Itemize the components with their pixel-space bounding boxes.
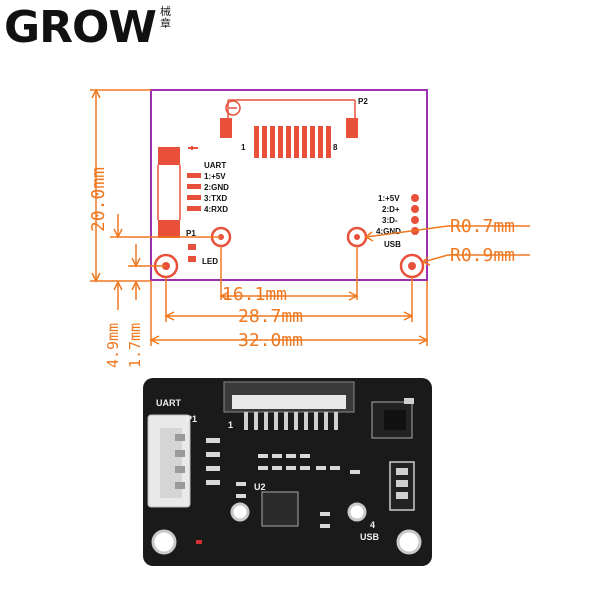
- photo-p1-label: P1: [186, 414, 197, 424]
- connector-p2: P2 1 8: [220, 97, 368, 158]
- photo-usb-label: USB: [360, 532, 380, 542]
- p2-pin-first: 1: [241, 143, 246, 152]
- pin1-marker-icon: [225, 100, 241, 116]
- photo-one-label: 1: [228, 420, 233, 430]
- usb-header: 1:+5V 2:D+ 3:D- 4:GND USB: [376, 194, 419, 249]
- uart-pin-4: 4:RXD: [204, 205, 228, 214]
- led-label: LED: [202, 257, 218, 266]
- board-outline: [150, 89, 428, 281]
- uart-pin-3: 3:TXD: [204, 194, 227, 203]
- uart-pin-1: 1:+5V: [204, 172, 226, 181]
- p2-label: P2: [358, 97, 368, 106]
- brand-logo: GROW 械章: [0, 0, 200, 56]
- radius-small-dimension: R0.7mm: [450, 216, 515, 237]
- height-dimension: 20.0mm: [88, 167, 109, 232]
- total-width-dimension: 32.0mm: [238, 330, 303, 351]
- offset-a-dimension: 4.9mm: [104, 323, 122, 368]
- usb-pin-2: 2:D+: [382, 205, 400, 214]
- ic-chip: [261, 491, 299, 527]
- uart-title: UART: [204, 161, 226, 170]
- uart-pin-2: 2:GND: [204, 183, 229, 192]
- inner-width-dimension: 16.1mm: [222, 284, 287, 305]
- usb-pin-1: 1:+5V: [378, 194, 400, 203]
- connector-p1: UART 1:+5V 2:GND 3:TXD 4:RXD P1 LED: [157, 146, 229, 266]
- dimension-lines: [90, 88, 530, 346]
- p2-pin-last: 8: [333, 143, 338, 152]
- usb-pin-4: 4:GND: [376, 227, 401, 236]
- hole-span-dimension: 28.7mm: [238, 306, 303, 327]
- radius-large-dimension: R0.9mm: [450, 245, 515, 266]
- brand-chinese: 械章: [160, 5, 171, 30]
- photo-four-label: 4: [370, 520, 375, 530]
- usb-title: USB: [384, 240, 401, 249]
- photo-uart-label: UART: [156, 398, 181, 408]
- p1-label: P1: [186, 229, 196, 238]
- usb-pin-3: 3:D-: [382, 216, 398, 225]
- offset-b-dimension: 1.7mm: [126, 323, 144, 368]
- brand-name: GROW: [4, 2, 157, 53]
- photo-u2-label: U2: [254, 482, 266, 492]
